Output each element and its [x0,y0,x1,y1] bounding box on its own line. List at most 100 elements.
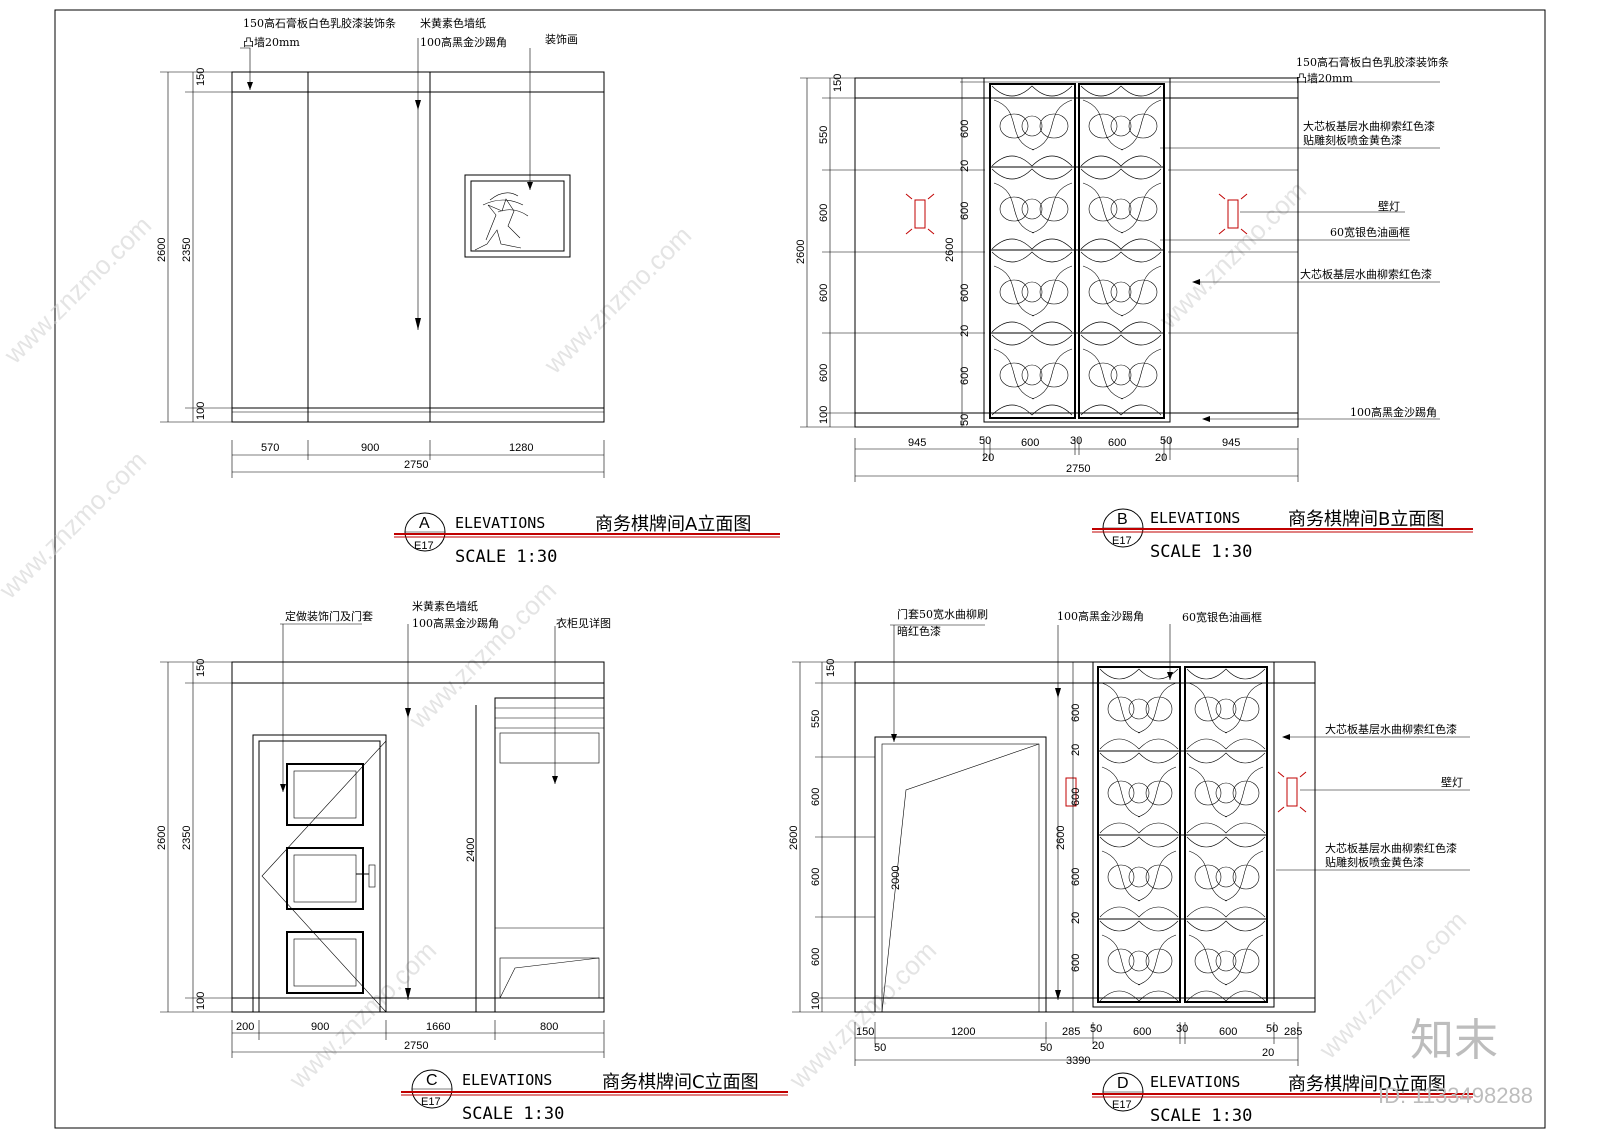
dim-b-in6: 20 [959,325,971,337]
dim-a-h3: 1280 [509,442,533,454]
dim-d-in3: 600 [1070,788,1082,806]
dim-d-h11: 50 [1040,1042,1052,1054]
dim-d-h3: 285 [1062,1026,1080,1038]
brand-logo: 知末 [1410,1015,1498,1066]
title-block-d: D E17 ELEVATIONS 商务棋牌间D立面图 SCALE 1:30 [1092,1072,1473,1126]
dim-b-height: 2600 [795,240,807,264]
dim-d-h10: 50 [874,1042,886,1054]
dim-d-in4: 2600 [1055,826,1067,850]
dim-c-v2: 2350 [181,826,193,850]
note-b-carved: 贴雕刻板喷金黄色漆 [1303,133,1402,147]
title-d-name: 商务棋牌间D立面图 [1288,1074,1446,1095]
dim-d-in7: 600 [1070,954,1082,972]
note-b-board: 大芯板基层水曲柳索红色漆 [1303,119,1435,133]
dim-d-in6: 20 [1070,912,1082,924]
note-a-skirting: 100高黑金沙踢角 [420,35,507,49]
note-b-board2: 大芯板基层水曲柳索红色漆 [1300,267,1432,281]
elevation-b: 150高石膏板白色乳胶漆装饰条 凸墙20mm 大芯板基层水曲柳索红色漆 贴雕刻板… [795,55,1473,562]
dim-b-in1: 600 [959,120,971,138]
title-d-letter: D [1117,1075,1129,1092]
dim-c-h3: 1660 [426,1021,450,1033]
dim-b-v6: 100 [818,406,830,424]
dim-b-in7: 600 [959,367,971,385]
dim-a-v2: 2350 [181,238,193,262]
note-d-skirting: 100高黑金沙踢角 [1057,609,1144,623]
dim-b-h6: 50 [1160,435,1172,447]
decorative-door [252,734,387,1013]
title-d-scale: SCALE 1:30 [1150,1106,1252,1126]
note-a-protrude: 凸墙20mm [243,35,300,49]
dim-d-in5: 600 [1070,868,1082,886]
dim-a-v1: 150 [195,68,207,86]
note-c-door: 定做装饰门及门套 [285,609,373,623]
dim-d-v6: 100 [810,992,822,1010]
dim-a-total: 2750 [404,459,428,471]
dim-d-h8: 50 [1266,1023,1278,1035]
note-c-wardrobe: 衣柜见详图 [556,616,611,630]
wall-lamp-icon [1277,771,1307,813]
note-b-lamp: 壁灯 [1378,199,1400,213]
title-a-name: 商务棋牌间A立面图 [595,514,751,535]
dim-d-v2: 550 [810,710,822,728]
dim-d-h13: 20 [1262,1047,1274,1059]
dim-b-in3: 600 [959,202,971,220]
watermark-text: www.znzmo.com [782,935,942,1095]
title-d-elevations: ELEVATIONS [1150,1073,1240,1091]
sheet-frame [54,9,1546,1129]
title-block-c: C E17 ELEVATIONS 商务棋牌间C立面图 SCALE 1:30 [401,1069,788,1124]
title-a-sheet: E17 [414,540,434,552]
title-c-sheet: E17 [421,1096,441,1108]
dim-c-h1: 200 [236,1021,254,1033]
dim-c-v1: 150 [195,659,207,677]
title-b-sheet: E17 [1112,535,1132,547]
note-a-cornice: 150高石膏板白色乳胶漆装饰条 [243,16,396,30]
dim-d-h6: 30 [1176,1023,1188,1035]
dim-c-h4: 800 [540,1021,558,1033]
elevation-d: 门套50宽水曲柳刷 暗红色漆 100高黑金沙踢角 60宽银色油画框 大芯板基层水… [788,607,1473,1126]
dim-d-h1: 150 [856,1026,874,1038]
note-c-wallpaper: 米黄素色墙纸 [412,599,478,613]
title-c-letter: C [426,1072,438,1089]
dim-d-h7: 600 [1219,1026,1237,1038]
dim-b-h3: 600 [1021,437,1039,449]
dim-d-h9: 285 [1284,1026,1302,1038]
title-c-elevations: ELEVATIONS [462,1071,552,1089]
dim-d-h4: 50 [1090,1023,1102,1035]
note-b-cornice: 150高石膏板白色乳胶漆装饰条 [1296,55,1449,69]
dim-d-height: 2600 [788,826,800,850]
wall-lamp-icon [1218,193,1248,235]
dim-d-door-height: 2000 [890,866,902,890]
dim-b-in4: 2600 [944,238,956,262]
decorative-painting [464,174,571,258]
dim-c-total: 2750 [404,1040,428,1052]
title-a-elevations: ELEVATIONS [455,514,545,532]
dim-d-v1: 150 [825,659,837,677]
dim-d-in1: 600 [1070,704,1082,722]
note-b-frame: 60宽银色油画框 [1330,225,1410,239]
dim-b-h5: 600 [1108,437,1126,449]
title-c-name: 商务棋牌间C立面图 [602,1072,759,1093]
door-opening [874,736,1047,1013]
dim-b-h4: 30 [1070,435,1082,447]
dim-a-v3: 100 [195,402,207,420]
watermark-text: www.znzmo.com [1152,175,1312,335]
note-b-skirting: 100高黑金沙踢角 [1350,405,1437,419]
dim-d-h12: 20 [1092,1040,1104,1052]
title-b-name: 商务棋牌间B立面图 [1288,509,1444,530]
drawing-id: ID: 1133498288 [1378,1083,1533,1108]
watermark-text: www.znzmo.com [0,445,152,605]
dim-d-v5: 600 [810,948,822,966]
note-d-lamp: 壁灯 [1441,775,1463,789]
dim-b-v5: 600 [818,364,830,382]
dim-a-h1: 570 [261,442,279,454]
watermark-text: www.znzmo.com [537,220,697,380]
wardrobe [475,697,605,1013]
dim-b-h1: 945 [908,437,926,449]
title-c-scale: SCALE 1:30 [462,1104,564,1124]
title-a-letter: A [419,515,430,532]
dim-b-h7: 945 [1222,437,1240,449]
title-b-scale: SCALE 1:30 [1150,542,1252,562]
wall-lamp-icon [1065,777,1077,807]
carved-panel-d [1092,661,1275,1008]
note-d-board2: 大芯板基层水曲柳索红色漆 [1325,841,1457,855]
